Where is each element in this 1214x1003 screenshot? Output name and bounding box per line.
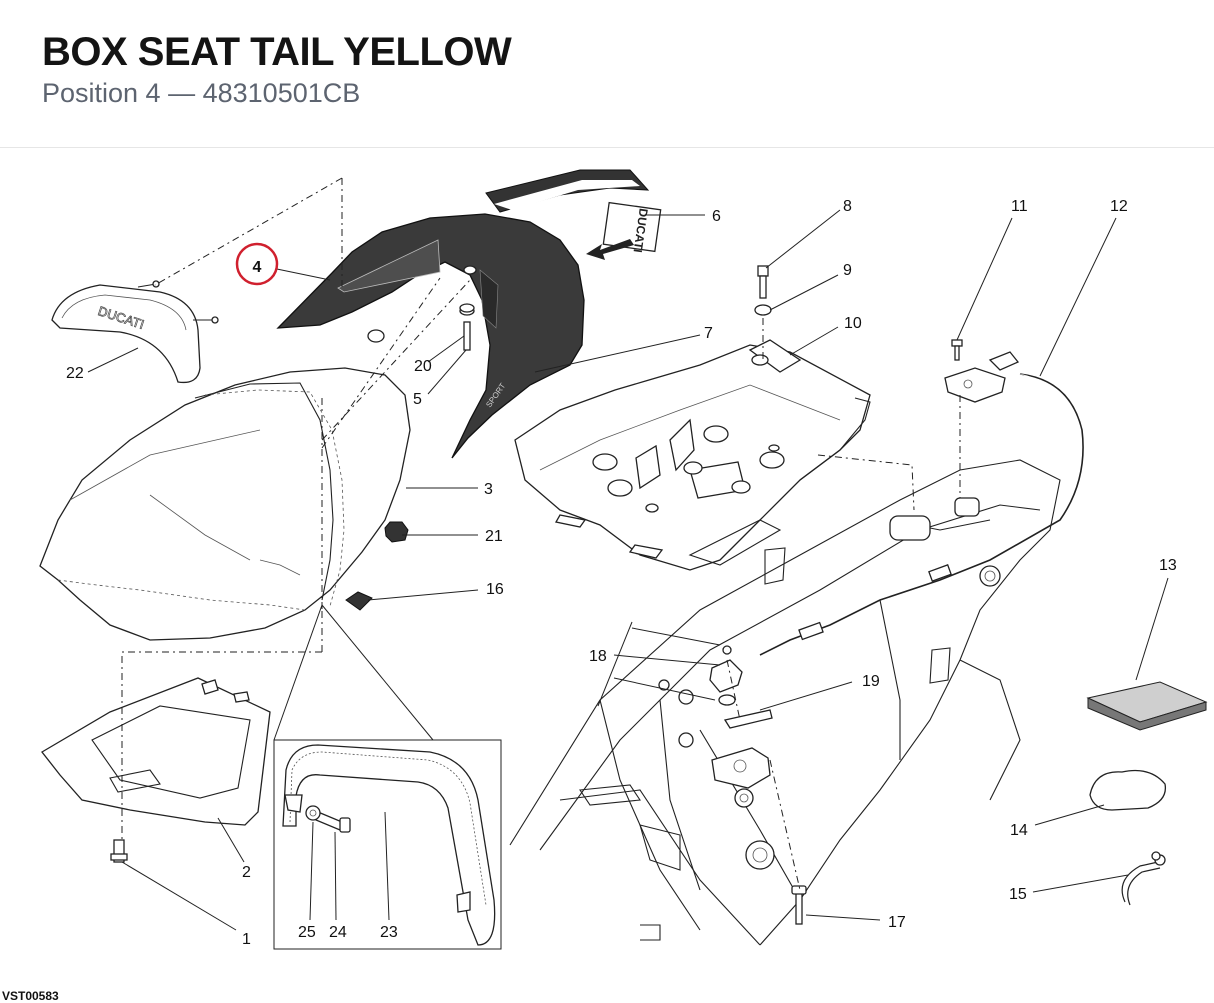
callout-5[interactable]: 5 bbox=[413, 391, 422, 408]
rubber-pad-part-16[interactable] bbox=[345, 591, 373, 611]
manual-part-13[interactable] bbox=[1086, 681, 1208, 731]
callout-4[interactable]: 4 bbox=[253, 259, 262, 276]
callout-20[interactable]: 20 bbox=[414, 358, 432, 375]
rubber-stop-part-21[interactable] bbox=[384, 521, 409, 543]
page-subtitle: Position 4 — 48310501CB bbox=[42, 78, 360, 109]
callout-18[interactable]: 18 bbox=[589, 648, 607, 665]
cushion-part-14[interactable] bbox=[1089, 769, 1167, 811]
callout-25[interactable]: 25 bbox=[298, 924, 316, 941]
callout-9[interactable]: 9 bbox=[843, 262, 852, 279]
cable-tether-part-15[interactable] bbox=[1121, 851, 1166, 906]
callout-1[interactable]: 1 bbox=[242, 931, 251, 948]
tail-cover-part-4[interactable]: SPORT bbox=[276, 213, 585, 459]
drawing-code: VST00583 bbox=[2, 989, 59, 1003]
bushing-near-tail bbox=[367, 265, 477, 343]
callout-13[interactable]: 13 bbox=[1159, 557, 1177, 574]
callout-12[interactable]: 12 bbox=[1110, 198, 1128, 215]
bracket-part-18[interactable] bbox=[709, 645, 743, 706]
position-label: Position 4 bbox=[42, 78, 161, 108]
grab-handle-part-23[interactable] bbox=[282, 744, 496, 946]
callout-2[interactable]: 2 bbox=[242, 864, 251, 881]
lock-plate-part-19[interactable] bbox=[711, 709, 773, 808]
washer-part-25[interactable] bbox=[305, 805, 321, 821]
page-title: BOX SEAT TAIL YELLOW bbox=[42, 30, 512, 74]
callout-17[interactable]: 17 bbox=[888, 914, 906, 931]
washer-part-20[interactable] bbox=[459, 303, 475, 316]
pin-part-17[interactable] bbox=[791, 885, 807, 925]
header: BOX SEAT TAIL YELLOW Position 4 — 483105… bbox=[0, 0, 1214, 148]
callout-16[interactable]: 16 bbox=[486, 581, 504, 598]
seat-part-3[interactable] bbox=[39, 367, 411, 641]
part-number: 48310501CB bbox=[202, 78, 361, 108]
callout-22[interactable]: 22 bbox=[66, 365, 84, 382]
latch-bracket bbox=[944, 351, 1020, 403]
callout-3[interactable]: 3 bbox=[484, 481, 493, 498]
screw-part-11[interactable] bbox=[951, 339, 963, 361]
callout-21[interactable]: 21 bbox=[485, 528, 503, 545]
callout-24[interactable]: 24 bbox=[329, 924, 347, 941]
release-cable-part-12[interactable] bbox=[759, 373, 1084, 656]
direction-arrow-icon bbox=[586, 239, 634, 260]
reference-bracket-18 bbox=[597, 621, 721, 707]
callout-11[interactable]: 11 bbox=[1011, 198, 1028, 215]
bolt-part-5[interactable] bbox=[463, 321, 471, 351]
callout-15[interactable]: 15 bbox=[1009, 886, 1027, 903]
tail-logo-text: DUCATI bbox=[631, 207, 651, 253]
assembly-lines bbox=[121, 177, 961, 891]
seat-tray-part-7[interactable] bbox=[514, 339, 871, 571]
callout-14[interactable]: 14 bbox=[1010, 822, 1028, 839]
under-tray-part-2[interactable] bbox=[41, 677, 271, 863]
callout-6[interactable]: 6 bbox=[712, 208, 721, 225]
washer-part-9[interactable] bbox=[754, 304, 772, 316]
screw-part-8[interactable] bbox=[757, 265, 769, 299]
callout-10[interactable]: 10 bbox=[844, 315, 862, 332]
callout-23[interactable]: 23 bbox=[380, 924, 398, 941]
separator-dash: — bbox=[168, 78, 196, 108]
callout-numbers: 4 6 7 8 9 10 11 12 13 14 15 16 17 18 19 … bbox=[66, 198, 1177, 948]
callout-8[interactable]: 8 bbox=[843, 198, 852, 215]
highlight-ring-position-4 bbox=[235, 242, 279, 286]
seat-cowl-part-22[interactable]: DUCATI bbox=[51, 280, 219, 384]
callout-19[interactable]: 19 bbox=[862, 673, 880, 690]
exploded-parts-diagram: SPORT DUCATI DUCATI bbox=[0, 148, 1214, 1003]
leader-lines bbox=[87, 209, 1169, 931]
callout-7[interactable]: 7 bbox=[704, 325, 713, 342]
